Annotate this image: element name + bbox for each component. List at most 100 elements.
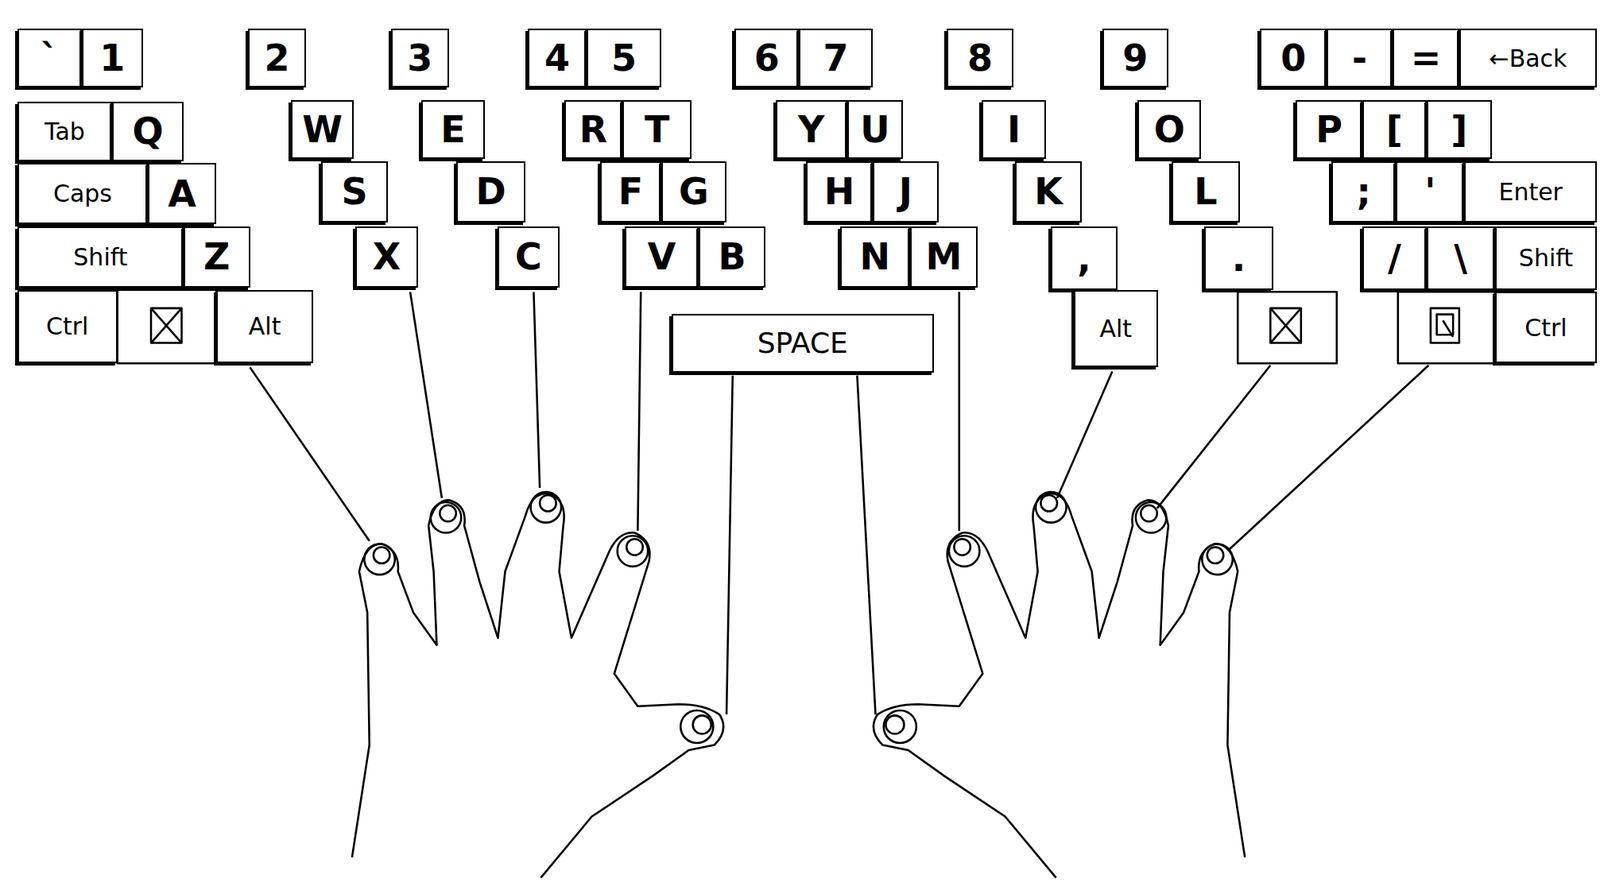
key-label: Alt bbox=[1100, 315, 1133, 342]
keyboard-key: U bbox=[847, 100, 904, 159]
leader-line bbox=[1229, 365, 1429, 550]
key-label: B bbox=[718, 236, 747, 278]
key-label: 1 bbox=[99, 38, 125, 79]
key-label: Enter bbox=[1498, 178, 1563, 206]
key-label: ` bbox=[40, 38, 59, 79]
keyboard-key: Z bbox=[183, 226, 250, 288]
keyboard-key: 9 bbox=[1102, 28, 1169, 88]
key-label: 3 bbox=[406, 38, 433, 79]
keyboard-key: X bbox=[355, 226, 419, 288]
leader-line bbox=[533, 291, 540, 489]
key-label: M bbox=[925, 236, 963, 278]
key-label: , bbox=[1076, 238, 1091, 279]
key-label: F bbox=[618, 171, 644, 213]
key-label: . bbox=[1231, 238, 1246, 279]
leader-line bbox=[957, 291, 961, 531]
keyboard-key: , bbox=[1050, 226, 1117, 291]
keyboard-key: 1 bbox=[81, 28, 144, 88]
keyboard-key: Alt bbox=[216, 290, 314, 364]
keyboard-key: Ctrl bbox=[1495, 291, 1597, 364]
keyboard-key: Shift bbox=[1495, 226, 1597, 291]
keyboard-key: H bbox=[805, 161, 872, 223]
keyboard-key: Alt bbox=[1073, 290, 1159, 369]
key-label: K bbox=[1034, 171, 1063, 213]
keyboard-key: SPACE bbox=[671, 313, 934, 372]
keyboard-key: S bbox=[321, 161, 388, 223]
keyboard-key: D bbox=[456, 161, 526, 223]
key-label: 8 bbox=[967, 38, 993, 79]
key-label: Ctrl bbox=[1524, 314, 1567, 341]
key-label: E bbox=[440, 109, 465, 151]
leader-line bbox=[250, 367, 370, 541]
right-hand bbox=[873, 492, 1245, 879]
key-label: C bbox=[515, 236, 543, 278]
key-label: Ctrl bbox=[46, 313, 89, 340]
key-label: ; bbox=[1356, 171, 1372, 213]
keyboard-key: Ctrl bbox=[17, 290, 118, 364]
keyboard-key: 5 bbox=[586, 28, 662, 88]
keyboard-key: 6 bbox=[734, 28, 799, 88]
keyboard-key: 7 bbox=[798, 28, 872, 88]
key-label: S bbox=[341, 171, 369, 213]
keyboard-key: . bbox=[1204, 226, 1274, 291]
keyboard-key: Shift bbox=[17, 226, 184, 288]
key-label: 4 bbox=[544, 38, 570, 79]
key-label: 0 bbox=[1280, 38, 1306, 79]
keyboard-key: [ bbox=[1362, 100, 1427, 159]
key-label: N bbox=[860, 236, 892, 278]
keyboard-key: W bbox=[290, 100, 355, 159]
keyboard-key: B bbox=[698, 226, 765, 288]
keyboard-key: M bbox=[910, 226, 978, 288]
key-label: Shift bbox=[73, 244, 128, 271]
key-label: 6 bbox=[754, 38, 780, 79]
keyboard-key: 4 bbox=[527, 28, 587, 88]
leader-line bbox=[1157, 365, 1271, 509]
keyboard-key: = bbox=[1392, 28, 1459, 88]
keyboard-key: C bbox=[497, 226, 559, 288]
keyboard-key: 8 bbox=[946, 28, 1013, 88]
key-label: ' bbox=[1424, 171, 1436, 213]
key-label: ←Back bbox=[1489, 45, 1568, 72]
key-label: Tab bbox=[44, 118, 86, 145]
keyboard-key: 2 bbox=[247, 28, 307, 88]
keyboard-key: ; bbox=[1331, 161, 1396, 223]
keyboard-key: \ bbox=[1426, 226, 1496, 291]
key-label: SPACE bbox=[757, 327, 849, 360]
key-label: P bbox=[1315, 109, 1343, 151]
key-label: 2 bbox=[264, 38, 291, 79]
leader-line bbox=[726, 375, 733, 715]
key-label: W bbox=[302, 109, 343, 151]
keyboard-key: L bbox=[1171, 161, 1240, 223]
key-label: X bbox=[372, 236, 401, 278]
keyboard-key: Q bbox=[112, 101, 184, 161]
keyboard-key: 3 bbox=[391, 28, 450, 88]
key-label: = bbox=[1410, 38, 1442, 79]
keyboard-key: ` bbox=[17, 28, 82, 88]
keyboard-key: F bbox=[600, 161, 662, 223]
key-label: D bbox=[475, 171, 506, 213]
keyboard-key: ' bbox=[1395, 161, 1465, 223]
keyboard-key: ←Back bbox=[1459, 28, 1597, 88]
keyboard-key: Y bbox=[775, 100, 848, 159]
keyboard-key: R bbox=[564, 100, 623, 159]
key-label: T bbox=[644, 109, 670, 151]
key-label: Shift bbox=[1518, 244, 1573, 272]
key-label: 5 bbox=[611, 38, 637, 79]
key-label: Q bbox=[132, 111, 164, 152]
key-label: A bbox=[167, 174, 197, 215]
keyboard-key: V bbox=[624, 226, 700, 288]
keyboard-key: I bbox=[981, 100, 1047, 159]
keyboard-key: ] bbox=[1426, 100, 1492, 159]
keyboard-key: E bbox=[421, 100, 485, 159]
key-label: [ bbox=[1386, 109, 1403, 151]
leader-line bbox=[1057, 371, 1112, 499]
key-label: L bbox=[1193, 171, 1217, 213]
key-label: U bbox=[860, 109, 890, 151]
left-hand bbox=[352, 492, 724, 879]
keyboard-key: N bbox=[840, 226, 911, 288]
keyboard-key: Enter bbox=[1464, 161, 1597, 223]
leader-line bbox=[410, 291, 442, 498]
key-label: \ bbox=[1453, 238, 1468, 279]
keyboard-key: Tab bbox=[17, 101, 113, 161]
